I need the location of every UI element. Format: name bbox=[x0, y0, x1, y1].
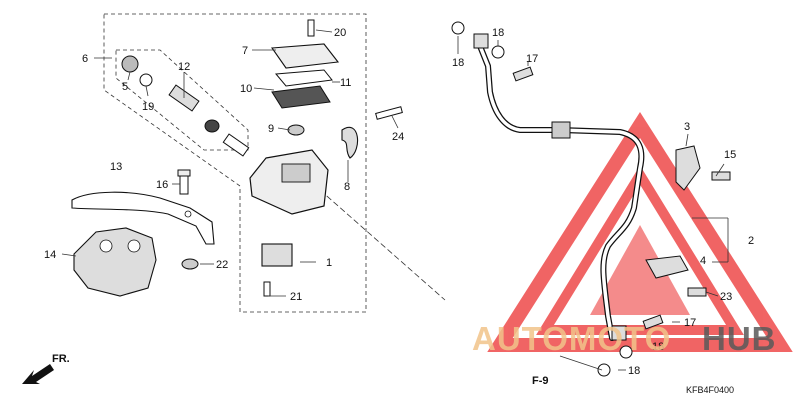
cover-hole-2 bbox=[127, 239, 141, 253]
callout-15: 15 bbox=[724, 149, 736, 161]
watermark-text-secondary: HUB bbox=[702, 320, 777, 357]
lever-cover bbox=[73, 227, 157, 297]
callout-16: 16 bbox=[156, 179, 168, 191]
callout-18-a: 18 bbox=[452, 57, 464, 69]
reservoir-screw bbox=[307, 19, 315, 37]
clamp-bolt-lower bbox=[687, 287, 707, 297]
banjo-bolt-bottom bbox=[642, 314, 664, 330]
callout-22: 22 bbox=[216, 259, 228, 271]
banjo-bolt-top bbox=[512, 66, 534, 82]
callout-3: 3 bbox=[684, 121, 690, 133]
callout-labels: 1 2 3 4 5 6 7 8 9 10 11 12 13 14 15 16 1… bbox=[44, 27, 754, 377]
sealing-washer-1 bbox=[451, 21, 465, 35]
callout-14: 14 bbox=[44, 249, 56, 261]
callout-24: 24 bbox=[392, 131, 404, 143]
pivot-nut bbox=[181, 258, 199, 270]
section-reference: F-9 bbox=[532, 375, 549, 387]
sealing-washer-2 bbox=[491, 45, 505, 59]
clamp-bolt-upper bbox=[711, 171, 731, 181]
brake-lever bbox=[71, 191, 215, 245]
banjo-fitting-top bbox=[473, 33, 489, 49]
diagram-code: KFB4F0400 bbox=[686, 385, 734, 395]
watermark-text: AUTOMOTO HUB bbox=[472, 320, 777, 357]
reservoir-diaphragm bbox=[271, 85, 331, 109]
leader-lines bbox=[61, 29, 729, 371]
reservoir-nut bbox=[287, 124, 305, 136]
hose-clamp-lower bbox=[645, 255, 689, 279]
cover-hole-1 bbox=[99, 239, 113, 253]
switch-screw bbox=[263, 281, 271, 297]
callout-19: 19 bbox=[142, 101, 154, 113]
callout-23: 23 bbox=[720, 291, 732, 303]
watermark-text-primary: AUTOMOTO bbox=[472, 320, 671, 357]
sub-assembly-frame bbox=[115, 49, 249, 151]
pivot-bolt-head bbox=[177, 169, 191, 177]
brake-hose-inner bbox=[478, 44, 644, 340]
piston-set bbox=[168, 84, 250, 157]
watermark-triangle-logo bbox=[487, 111, 793, 352]
front-arrow-label: FR. bbox=[52, 353, 70, 365]
sealing-washer-4 bbox=[597, 363, 611, 377]
callout-10: 10 bbox=[240, 83, 252, 95]
hose-clamp-upper bbox=[675, 145, 701, 191]
hose-grommet bbox=[551, 121, 571, 139]
callout-20: 20 bbox=[334, 27, 346, 39]
lever-pivot-hole bbox=[184, 210, 192, 218]
callout-6: 6 bbox=[82, 53, 88, 65]
callout-18-c: 18 bbox=[652, 341, 664, 353]
callout-11: 11 bbox=[340, 77, 351, 89]
callout-2: 2 bbox=[748, 235, 754, 247]
front-direction-arrow: FR. bbox=[22, 353, 70, 384]
brake-light-switch bbox=[261, 243, 293, 267]
callout-1: 1 bbox=[326, 257, 332, 269]
callout-7: 7 bbox=[242, 45, 248, 57]
master-cylinder-holder bbox=[341, 126, 359, 159]
piston-boot bbox=[121, 55, 139, 73]
callout-18-b: 18 bbox=[492, 27, 504, 39]
callout-12: 12 bbox=[178, 61, 190, 73]
master-cylinder-reservoir bbox=[281, 163, 311, 183]
reservoir-plate bbox=[275, 69, 333, 87]
sealing-washer-3 bbox=[619, 345, 633, 359]
callout-18-d: 18 bbox=[628, 365, 640, 377]
callout-8: 8 bbox=[344, 181, 350, 193]
holder-bolt bbox=[375, 106, 403, 120]
reservoir-cap bbox=[270, 43, 340, 69]
circlip bbox=[139, 73, 153, 87]
banjo-fitting-bottom bbox=[611, 325, 627, 341]
callout-17-bottom: 17 bbox=[684, 317, 696, 329]
callout-9: 9 bbox=[268, 123, 274, 135]
callout-4: 4 bbox=[700, 255, 706, 267]
callout-21: 21 bbox=[290, 291, 302, 303]
callout-17-top: 17 bbox=[526, 53, 538, 65]
callout-5: 5 bbox=[122, 81, 128, 93]
callout-13: 13 bbox=[110, 161, 122, 173]
assembly-axis-line bbox=[319, 189, 446, 301]
exploded-frame bbox=[103, 13, 367, 313]
